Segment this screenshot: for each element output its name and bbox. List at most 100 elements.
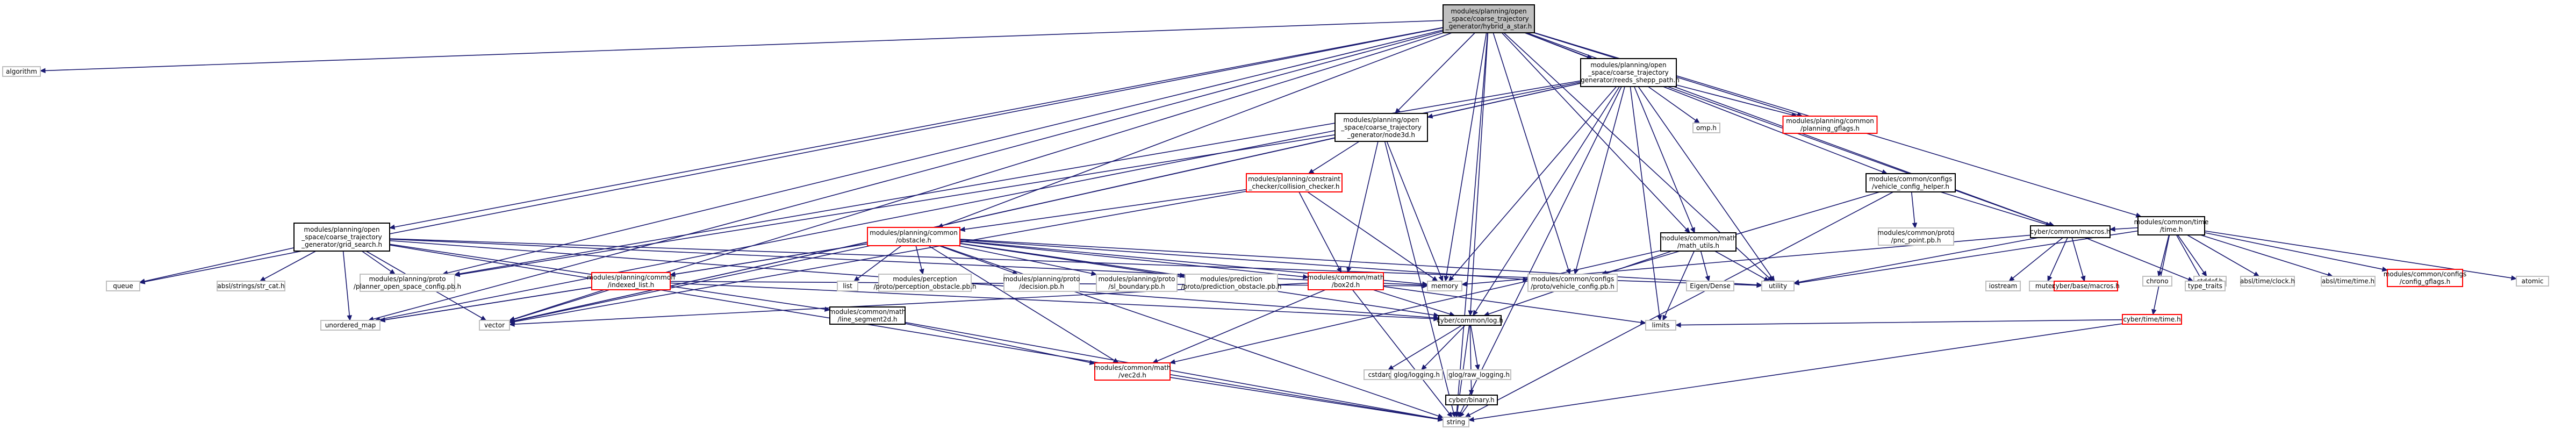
node-label-line: modules/common/configs bbox=[1531, 275, 1615, 283]
edge-arrowhead bbox=[1640, 320, 1647, 325]
node-label-line: _generator/hybrid_a_star.h bbox=[1445, 23, 1532, 30]
node-label-line: modules/common/proto bbox=[1877, 229, 1954, 237]
edge-reeds_shepp-to-cyber_macros bbox=[1667, 86, 2055, 227]
node-line-segment2d[interactable]: modules/common/math/line_segment2d.h bbox=[829, 306, 906, 325]
node-label-line: modules/common/math bbox=[1660, 234, 1737, 242]
node-box bbox=[2321, 276, 2376, 287]
node-math-utils[interactable]: modules/common/math/math_utils.h bbox=[1660, 232, 1737, 252]
node-node3d[interactable]: modules/planning/open_space/coarse_traje… bbox=[1334, 113, 1428, 142]
edge-time_h-to-absl_clock bbox=[2187, 234, 2260, 277]
node-time-h[interactable]: modules/common/time/time.h bbox=[2134, 216, 2209, 235]
edge-obstacle-to-vector bbox=[508, 245, 871, 324]
node-label-line: cyber/time/time.h bbox=[2123, 316, 2180, 323]
node-reeds-shepp[interactable]: modules/planning/open_space/coarse_traje… bbox=[1577, 58, 1680, 87]
edge-box2d-to-vec2d bbox=[1152, 289, 1326, 363]
edge-arrowhead bbox=[959, 226, 966, 232]
node-box bbox=[1185, 274, 1278, 292]
node-config-gflags[interactable]: modules/common/configs/config_gflags.h bbox=[2384, 269, 2467, 287]
node-cyber-log[interactable]: cyber/common/log.h bbox=[1437, 315, 1503, 326]
node-label-line: /time.h bbox=[2160, 226, 2183, 233]
node-base-macros[interactable]: cyber/base/macros.h bbox=[2052, 281, 2120, 291]
node-label-line: modules/common/time bbox=[2134, 218, 2209, 226]
node-cyber-time[interactable]: cyber/time/time.h bbox=[2122, 314, 2182, 325]
edge-arrowhead bbox=[1793, 280, 1800, 285]
edge-line bbox=[264, 251, 317, 280]
edge-line bbox=[1501, 32, 1687, 230]
edge-line bbox=[1157, 289, 1326, 362]
edge-obstacle-to-list bbox=[853, 245, 902, 282]
edge-arrowhead bbox=[1705, 275, 1710, 282]
edge-line bbox=[1911, 191, 1915, 224]
node-cyber-binary[interactable]: cyber/binary.h bbox=[1445, 395, 1498, 405]
node-label-line: modules/common/math bbox=[1308, 274, 1384, 281]
node-vector: vector bbox=[479, 320, 510, 331]
edge-line bbox=[905, 321, 1439, 419]
edge-arrowhead bbox=[1336, 267, 1342, 274]
node-box bbox=[1246, 173, 1343, 192]
node-box bbox=[1443, 417, 1469, 427]
edge-math_utils-to-vec2d bbox=[1169, 250, 1661, 364]
edge-line bbox=[942, 32, 1452, 226]
edge-line bbox=[938, 245, 1014, 273]
node-box bbox=[1580, 58, 1677, 87]
edge-time_h-to-stddef bbox=[2177, 234, 2207, 277]
edge-line bbox=[1348, 141, 1379, 268]
edge-arrowhead bbox=[259, 276, 266, 282]
node-box bbox=[1445, 395, 1498, 405]
edge-line bbox=[1469, 191, 1894, 416]
node-label-line: modules/planning/open bbox=[1451, 8, 1526, 15]
edge-arrowhead bbox=[2381, 267, 2388, 272]
node-collision-checker[interactable]: modules/planning/constraint_checker/coll… bbox=[1246, 173, 1343, 192]
node-label-line: iostream bbox=[1989, 282, 2018, 290]
edge-line bbox=[1460, 86, 1622, 413]
node-label-line: modules/common/math bbox=[829, 308, 906, 316]
node-box bbox=[1334, 113, 1428, 142]
node-vehicle-config-helper[interactable]: modules/common/configs/vehicle_config_he… bbox=[1865, 173, 1956, 192]
node-vehicle-config-pb: modules/common/configs/proto/vehicle_con… bbox=[1527, 274, 1618, 292]
node-vec2d[interactable]: modules/common/math/vec2d.h bbox=[1094, 362, 1171, 381]
edge-line bbox=[905, 323, 1090, 363]
node-label-line: modules/planning/proto bbox=[1098, 275, 1175, 283]
node-label-line: modules/common/math bbox=[1094, 364, 1171, 371]
edge-root-to-grid_search bbox=[389, 27, 1444, 230]
edge-arrowhead bbox=[2151, 309, 2157, 316]
edge-arrowhead bbox=[1454, 411, 1460, 418]
edge-arrowhead bbox=[347, 315, 352, 321]
edge-line bbox=[940, 245, 1439, 417]
node-label-line: type_traits bbox=[2188, 282, 2222, 290]
node-label-line: mutex bbox=[2035, 282, 2056, 290]
edge-line bbox=[2200, 234, 2328, 276]
node-label-line: modules/planning/proto bbox=[369, 275, 446, 283]
edge-arrowhead bbox=[508, 316, 515, 321]
node-prediction-obstacle: modules/prediction/proto/prediction_obst… bbox=[1181, 274, 1282, 292]
edge-line bbox=[1307, 191, 1434, 279]
edge-line bbox=[2204, 232, 2383, 270]
edge-line bbox=[1470, 32, 1489, 311]
node-utility: utility bbox=[1761, 281, 1795, 291]
node-label-line: absl/strings/str_cat.h bbox=[217, 282, 284, 290]
edge-cyber_macros-to-utility bbox=[1793, 237, 2039, 285]
node-glog-logging: glog/logging.h bbox=[1390, 369, 1443, 380]
node-grid-search[interactable]: modules/planning/open_space/coarse_traje… bbox=[293, 223, 390, 252]
node-indexed-list[interactable]: modules/planning/common/indexed_list.h bbox=[587, 272, 675, 290]
node-planning-gflags[interactable]: modules/planning/common/planning_gflags.… bbox=[1782, 116, 1878, 134]
edge-line bbox=[1461, 404, 1469, 414]
edge-grid_search-to-unordered_map bbox=[342, 251, 352, 321]
node-cyber-macros[interactable]: cyber/common/macros.h bbox=[2030, 225, 2111, 238]
node-box2d[interactable]: modules/common/math/box2d.h bbox=[1308, 272, 1384, 290]
edge-line bbox=[447, 29, 1444, 274]
edge-line bbox=[1638, 86, 1773, 278]
node-obstacle[interactable]: modules/planning/common/obstacle.h bbox=[867, 227, 960, 246]
edge-line bbox=[1446, 32, 1487, 277]
edge-line bbox=[384, 287, 592, 320]
node-label-line: _generator/grid_search.h bbox=[301, 241, 382, 248]
node-label-line: /vehicle_config_helper.h bbox=[1872, 183, 1949, 190]
node-root[interactable]: modules/planning/open_space/coarse_traje… bbox=[1443, 4, 1535, 33]
edge-arrowhead bbox=[1090, 270, 1097, 276]
node-type-traits: type_traits bbox=[2185, 281, 2226, 291]
node-box bbox=[1094, 362, 1171, 381]
node-label-line: _space/coarse_trajectory bbox=[301, 233, 382, 241]
node-box bbox=[2516, 276, 2549, 287]
node-label-line: /box2d.h bbox=[1332, 281, 1360, 289]
node-label-line: modules/planning/common bbox=[1786, 117, 1874, 125]
